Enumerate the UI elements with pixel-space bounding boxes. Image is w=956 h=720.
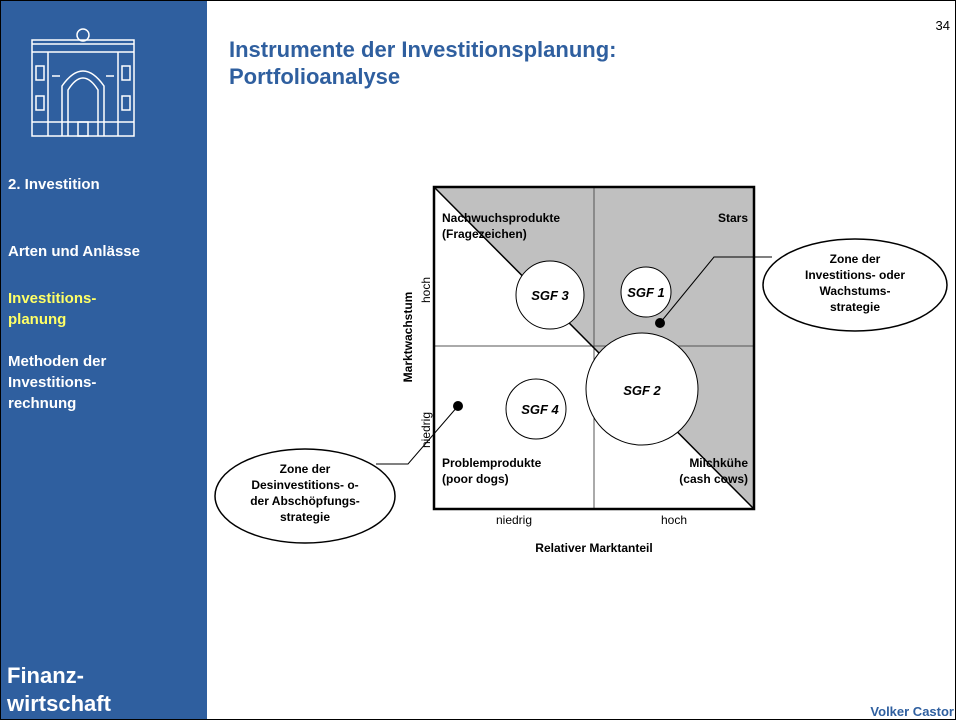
nav-item-label: planung bbox=[8, 311, 67, 328]
author-name: Volker Castor bbox=[870, 704, 954, 719]
callout-line-invest bbox=[659, 256, 772, 324]
callout-desinvest-line: Desinvestitions- o- bbox=[251, 478, 358, 492]
callout-invest-line: Wachstums- bbox=[820, 284, 891, 298]
nav-item-investition[interactable]: 2. Investition bbox=[8, 174, 100, 195]
nav-item-label: Investitions- bbox=[8, 290, 97, 307]
callout-desinvest-line: der Abschöpfungs- bbox=[250, 494, 360, 508]
diagonal-boundary bbox=[433, 186, 755, 510]
title-line: Instrumente der Investitionsplanung: bbox=[229, 37, 617, 62]
matrix-frame bbox=[432, 185, 756, 511]
bubble-label-sgf2: SGF 2 bbox=[623, 383, 661, 398]
x-tick-low: niedrig bbox=[496, 513, 532, 527]
bubble-label-sgf4: SGF 4 bbox=[521, 402, 559, 417]
callout-desinvest-line: strategie bbox=[280, 510, 330, 524]
bubble-sgf1 bbox=[620, 266, 672, 318]
bubble-sgf4 bbox=[505, 378, 567, 440]
nav-item-investitionsplanung[interactable]: Investitions- planung bbox=[8, 288, 96, 330]
x-axis-label: Relativer Marktanteil bbox=[535, 541, 652, 555]
quadrant-label: (poor dogs) bbox=[442, 472, 509, 486]
callout-desinvest-line: Zone der bbox=[280, 462, 331, 476]
nav-item-label: Arten und Anlässe bbox=[8, 243, 140, 260]
bubble-sgf3 bbox=[515, 260, 585, 330]
callout-invest-line: Zone der bbox=[830, 252, 881, 266]
quadrant-label: (cash cows) bbox=[679, 472, 748, 486]
quadrant-label: Nachwuchsprodukte bbox=[442, 211, 560, 225]
callout-invest-line: Investitions- oder bbox=[805, 268, 905, 282]
nav-item-label: 2. Investition bbox=[8, 176, 100, 193]
page-number: 34 bbox=[935, 18, 950, 33]
nav-item-label: Methoden der bbox=[8, 353, 107, 370]
bubble-label-sgf3: SGF 3 bbox=[531, 288, 569, 303]
page-title: Instrumente der Investitionsplanung: Por… bbox=[229, 36, 616, 90]
brand-line: wirtschaft bbox=[7, 691, 111, 716]
building-logo-icon bbox=[31, 28, 135, 137]
brand-line: Finanz- bbox=[7, 663, 84, 688]
quadrant-label: Milchkühe bbox=[689, 456, 748, 470]
nav-item-methoden[interactable]: Methoden der Investitions- rechnung bbox=[8, 351, 106, 414]
y-axis-label: Marktwachstum bbox=[401, 292, 415, 383]
bubble-label-sgf1: SGF 1 bbox=[627, 285, 665, 300]
bubble-sgf2 bbox=[585, 332, 699, 446]
callout-line-desinvest bbox=[376, 405, 459, 465]
callout-bubble-invest bbox=[762, 238, 948, 332]
title-line: Portfolioanalyse bbox=[229, 64, 401, 89]
quadrant-label: (Fragezeichen) bbox=[442, 227, 527, 241]
callout-invest-line: strategie bbox=[830, 300, 880, 314]
nav-item-arten-und-anlaesse[interactable]: Arten und Anlässe bbox=[8, 241, 140, 262]
brand-label: Finanz- wirtschaft bbox=[7, 662, 111, 718]
sidebar: 2. Investition Arten und Anlässe Investi… bbox=[0, 0, 207, 720]
x-tick-high: hoch bbox=[661, 513, 687, 527]
callout-bubble-desinvest bbox=[214, 448, 396, 544]
quadrant-label: Problemprodukte bbox=[442, 456, 542, 470]
nav-item-label: Investitions- bbox=[8, 374, 97, 391]
nav-item-label: rechnung bbox=[8, 395, 77, 412]
y-tick-high: hoch bbox=[419, 277, 433, 303]
quadrant-label: Stars bbox=[718, 211, 748, 225]
